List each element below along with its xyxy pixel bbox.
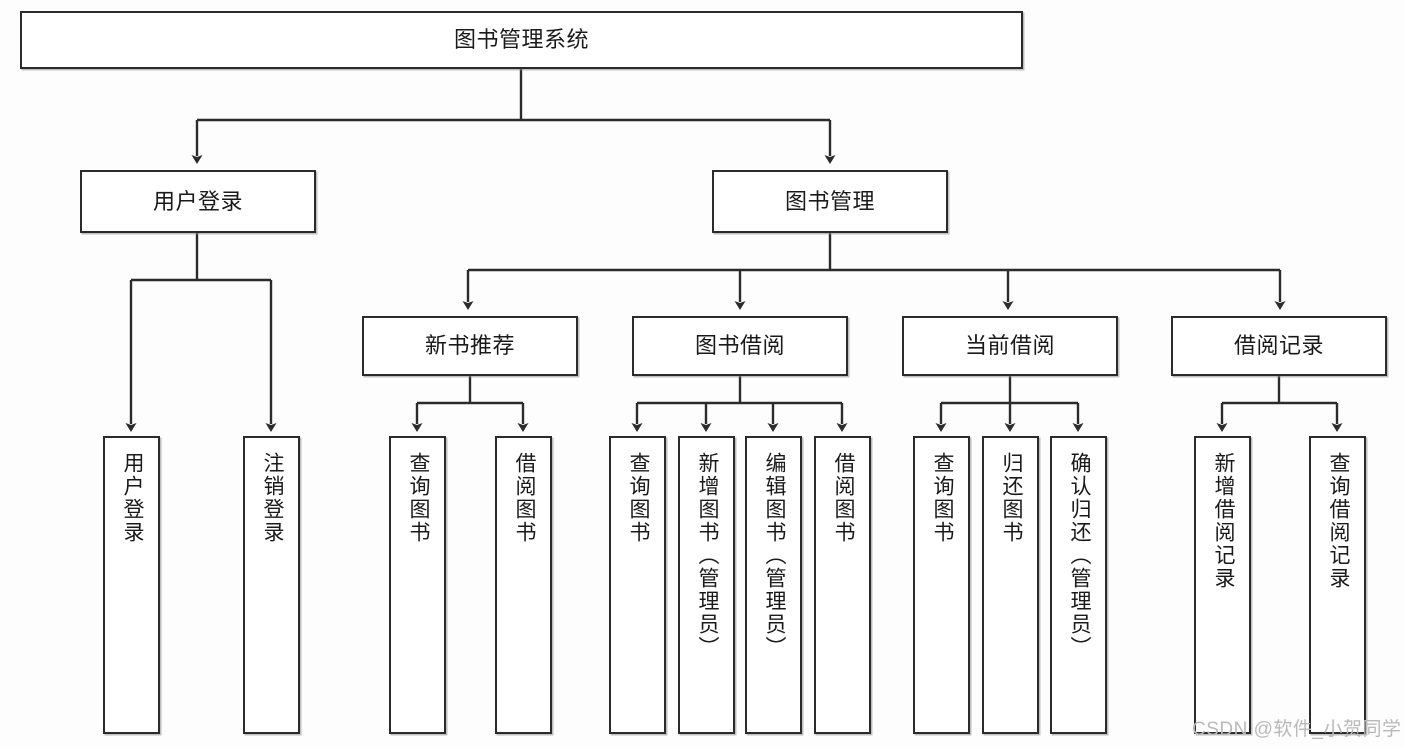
node-book-borrow-label: 图书借阅 (694, 333, 785, 359)
node-root-label: 图书管理系统 (453, 27, 589, 53)
leaf-add-record[interactable]: 新增借阅记录 (1194, 436, 1251, 734)
leaf-logout-login[interactable]: 注销登录 (243, 436, 300, 734)
node-book-management-label: 图书管理 (784, 188, 875, 214)
node-borrow-record-label: 借阅记录 (1233, 333, 1324, 359)
node-new-book-recommend[interactable]: 新书推荐 (362, 316, 578, 376)
node-borrow-record[interactable]: 借阅记录 (1171, 316, 1387, 376)
leaf-query-book-2[interactable]: 查询图书 (609, 436, 666, 734)
leaf-edit-book-label: 编辑图书（管理员） (762, 452, 786, 659)
leaf-confirm-return[interactable]: 确认归还（管理员） (1050, 436, 1107, 734)
node-book-management[interactable]: 图书管理 (712, 170, 948, 233)
leaf-return-book-label: 归还图书 (999, 452, 1023, 544)
leaf-confirm-return-label: 确认归还（管理员） (1067, 452, 1091, 659)
leaf-borrow-book-2-label: 借阅图书 (831, 452, 855, 544)
leaf-edit-book[interactable]: 编辑图书（管理员） (745, 436, 802, 734)
leaf-add-record-label: 新增借阅记录 (1211, 452, 1235, 590)
leaf-add-book-label: 新增图书（管理员） (695, 452, 719, 659)
node-new-book-recommend-label: 新书推荐 (424, 333, 515, 359)
leaf-query-book-3[interactable]: 查询图书 (913, 436, 970, 734)
node-current-borrow-label: 当前借阅 (964, 333, 1055, 359)
leaf-query-record[interactable]: 查询借阅记录 (1309, 436, 1366, 734)
node-book-borrow[interactable]: 图书借阅 (632, 316, 848, 376)
leaf-query-book-2-label: 查询图书 (626, 452, 650, 544)
leaf-user-login[interactable]: 用户登录 (103, 436, 160, 734)
leaf-borrow-book-2[interactable]: 借阅图书 (814, 436, 871, 734)
leaf-borrow-book-1[interactable]: 借阅图书 (495, 436, 552, 734)
leaf-add-book[interactable]: 新增图书（管理员） (678, 436, 735, 734)
leaf-query-book-1-label: 查询图书 (406, 452, 430, 544)
leaf-user-login-label: 用户登录 (120, 452, 144, 544)
leaf-return-book[interactable]: 归还图书 (982, 436, 1039, 734)
node-user-login-label: 用户登录 (152, 188, 243, 214)
node-user-login[interactable]: 用户登录 (80, 170, 316, 233)
leaf-query-record-label: 查询借阅记录 (1326, 452, 1350, 590)
node-current-borrow[interactable]: 当前借阅 (902, 316, 1118, 376)
leaf-query-book-1[interactable]: 查询图书 (389, 436, 446, 734)
watermark: CSDN @软件_小贺同学 (1192, 719, 1402, 740)
leaf-query-book-3-label: 查询图书 (930, 452, 954, 544)
leaf-logout-login-label: 注销登录 (260, 452, 284, 544)
node-root[interactable]: 图书管理系统 (20, 11, 1023, 69)
leaf-borrow-book-1-label: 借阅图书 (512, 452, 536, 544)
